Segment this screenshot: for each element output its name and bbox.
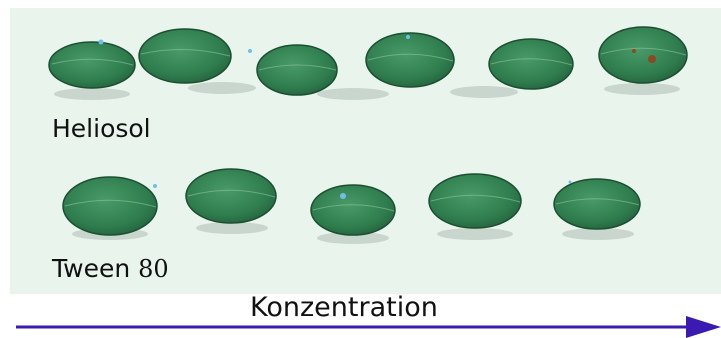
row-label-word: Heliosol <box>52 114 151 143</box>
particle <box>153 184 157 188</box>
row-label-tween-80: Tween 80 <box>52 254 169 283</box>
particle <box>248 49 252 53</box>
droplet <box>365 32 455 88</box>
droplets-svg <box>48 26 688 244</box>
droplet-shadow <box>54 88 130 100</box>
droplet <box>62 176 158 236</box>
droplet-shadow <box>317 88 389 100</box>
row-label-heliosol: Heliosol <box>52 114 151 143</box>
axis-label: Konzentration <box>250 292 438 323</box>
droplet <box>185 168 277 224</box>
droplet-shadow <box>437 228 513 240</box>
droplet <box>256 44 338 96</box>
row-label-number: 80 <box>138 255 169 283</box>
droplet-shadow <box>450 86 518 98</box>
particle <box>340 193 346 199</box>
droplet-shadow <box>196 222 268 234</box>
particle <box>98 39 104 45</box>
droplet-shadow <box>604 83 680 95</box>
particle <box>406 35 410 39</box>
droplet <box>310 184 396 236</box>
droplet <box>488 38 574 90</box>
droplet <box>48 41 136 89</box>
droplet-shadow <box>188 82 256 94</box>
droplet <box>553 178 641 230</box>
particle <box>648 55 656 63</box>
droplet-shadow <box>317 232 389 244</box>
droplet-shadow <box>562 228 634 240</box>
row-label-word: Tween <box>52 254 131 283</box>
droplet <box>428 173 522 229</box>
droplet <box>598 26 688 84</box>
particle <box>632 49 636 53</box>
particle <box>568 180 572 184</box>
diagram-panel: Heliosol Tween 80 <box>10 8 721 294</box>
concentration-arrow <box>16 316 721 338</box>
droplet <box>138 28 232 84</box>
